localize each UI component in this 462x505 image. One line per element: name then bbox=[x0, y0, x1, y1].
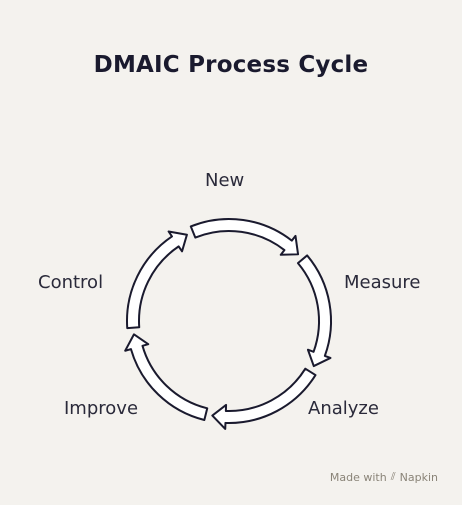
watermark-brand: Napkin bbox=[399, 470, 438, 484]
arrow-measure-to-analyze bbox=[296, 254, 332, 368]
stage-label-analyze: Analyze bbox=[308, 398, 379, 419]
stage-label-control: Control bbox=[38, 272, 104, 293]
watermark-prefix: Made with bbox=[329, 470, 387, 484]
arrow-control-to-new bbox=[126, 230, 188, 330]
watermark: Made with ⫽ Napkin bbox=[330, 470, 438, 484]
stage-label-new: New bbox=[205, 170, 245, 191]
arrow-new-to-measure bbox=[189, 218, 300, 256]
stage-label-measure: Measure bbox=[344, 272, 421, 293]
napkin-logo-icon: ⫽ bbox=[390, 470, 396, 483]
stage-label-improve: Improve bbox=[64, 398, 139, 419]
arrow-analyze-to-improve bbox=[211, 367, 317, 430]
diagram-title: DMAIC Process Cycle bbox=[93, 52, 369, 78]
arrow-improve-to-control bbox=[124, 333, 209, 421]
